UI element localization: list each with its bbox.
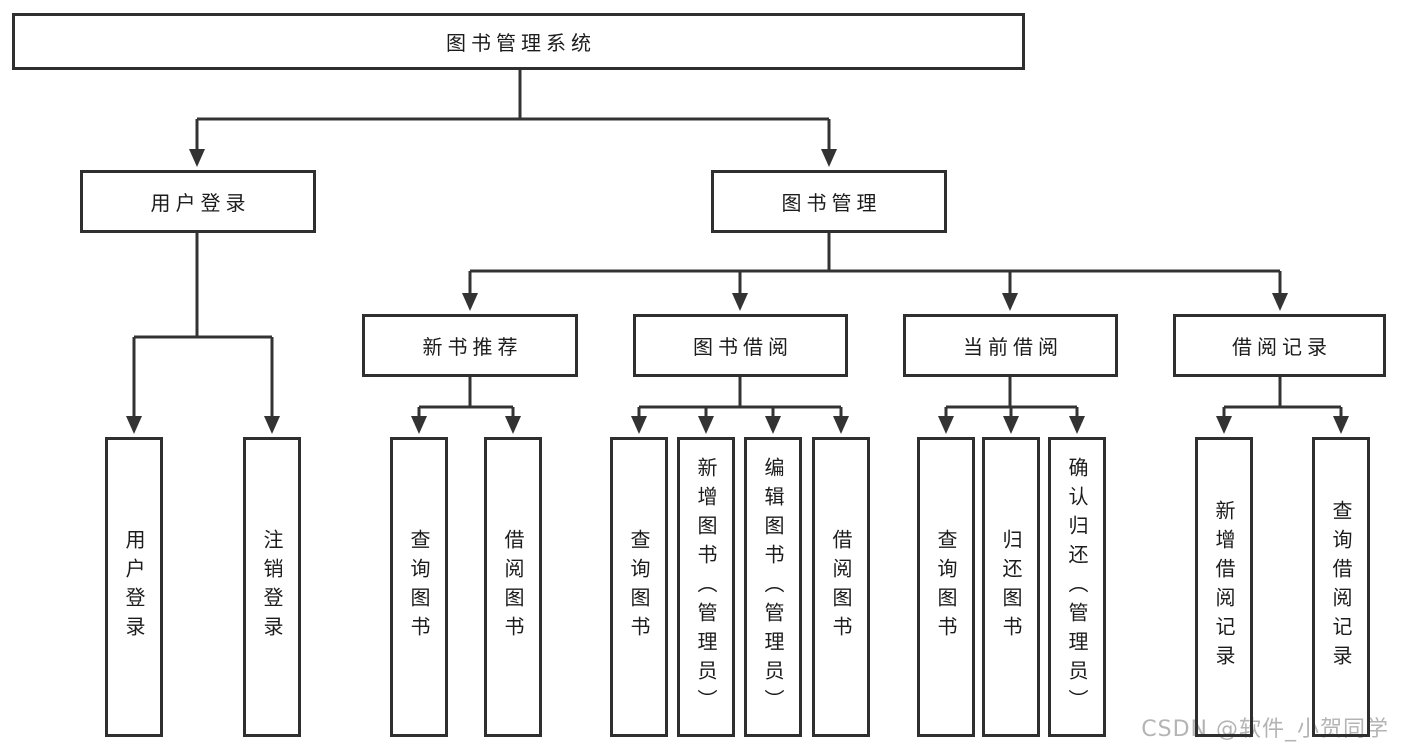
leaf-logout: 注销登录: [243, 437, 301, 737]
connector-book-mgmt-trunk: [470, 233, 1280, 273]
node-book-management: 图书管理: [711, 170, 947, 233]
leaf-add-borrow-record: 新增借阅记录: [1195, 437, 1253, 737]
watermark: CSDN @软件_小贺同学: [1141, 717, 1389, 742]
node-new-book-recommend: 新书推荐: [362, 314, 578, 377]
leaf-query-books-borrowing: 查询图书: [610, 437, 668, 737]
node-current-borrowing: 当前借阅: [903, 314, 1118, 377]
connector-root-trunk: [197, 70, 829, 121]
node-library-system: 图书管理系统: [12, 13, 1025, 70]
leaf-edit-book-admin: 编辑图书（管理员）: [744, 437, 802, 737]
connector-user-login-trunk: [134, 233, 272, 339]
leaf-query-books-current: 查询图书: [917, 437, 975, 737]
leaf-add-book-admin: 新增图书（管理员）: [677, 437, 735, 737]
leaf-borrow-books-borrowing: 借阅图书: [812, 437, 870, 737]
connector-borrow-record-trunk: [1224, 377, 1341, 409]
leaf-borrow-books-recommend: 借阅图书: [484, 437, 542, 737]
connector-new-book-trunk: [419, 377, 513, 409]
node-book-borrowing: 图书借阅: [633, 314, 848, 377]
leaf-query-borrow-record: 查询借阅记录: [1312, 437, 1370, 737]
leaf-query-books-recommend: 查询图书: [390, 437, 448, 737]
leaf-confirm-return-admin: 确认归还（管理员）: [1048, 437, 1106, 737]
leaf-user-login: 用户登录: [105, 437, 163, 737]
leaf-return-books: 归还图书: [982, 437, 1040, 737]
connector-current-borrow-trunk: [946, 377, 1077, 409]
node-borrowing-records: 借阅记录: [1173, 314, 1386, 377]
connector-book-borrow-trunk: [639, 377, 841, 409]
node-user-login: 用户登录: [80, 170, 316, 233]
